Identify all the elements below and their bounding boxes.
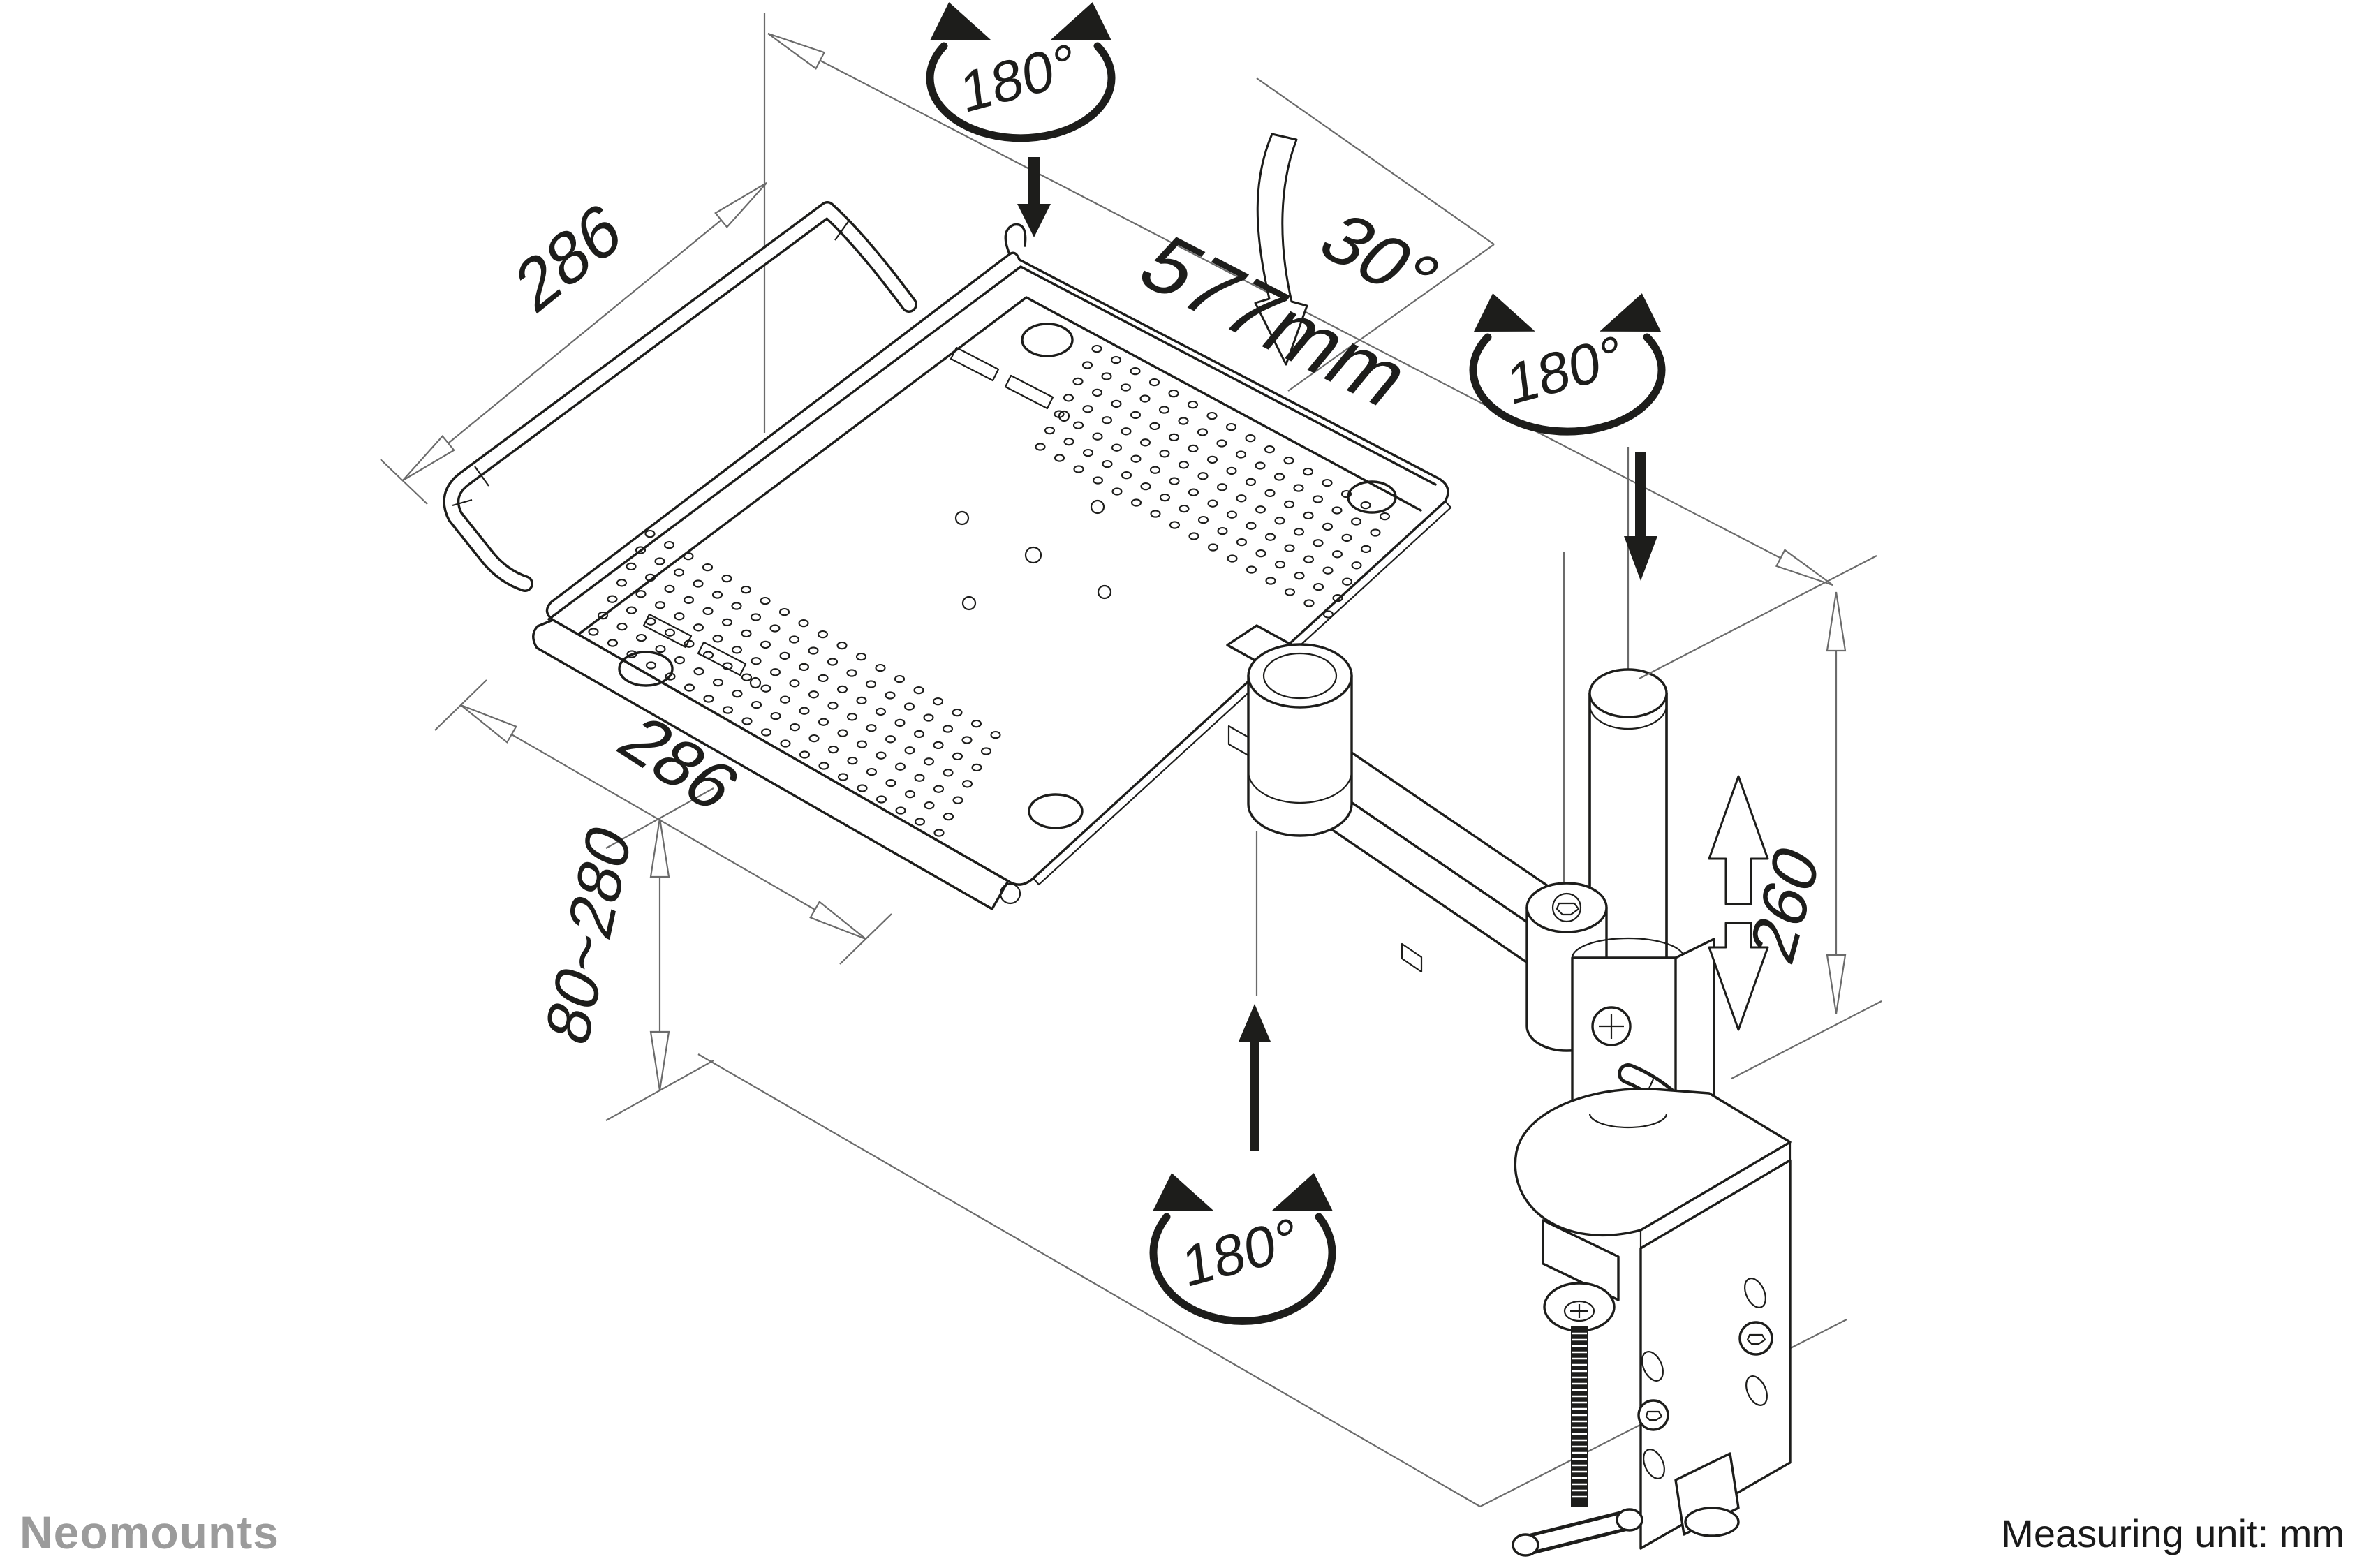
label-180-pole: 180°	[1504, 323, 1626, 417]
support-arm	[1226, 624, 1735, 1181]
perforation-field-lower	[588, 529, 1001, 837]
rotation-symbol-arm	[1146, 1166, 1340, 1325]
tray-corner-fold	[1004, 223, 1027, 256]
vesa-holes	[954, 499, 1112, 611]
desk-plane-line-left	[697, 1053, 1481, 1507]
tray-edge-thickness	[1033, 501, 1452, 886]
rotation-symbol-pole	[1467, 286, 1668, 436]
dim-286-front	[434, 679, 892, 965]
down-arrow-pole	[1624, 452, 1657, 581]
dim-260	[1826, 591, 1847, 1015]
down-arrow-tray	[1017, 157, 1051, 237]
dim-80-280	[605, 787, 714, 1121]
rod-threads	[1572, 1332, 1587, 1498]
dim-286-top	[380, 175, 774, 505]
tick-pole-top	[1639, 555, 1877, 679]
pole-base	[1588, 1113, 1668, 1129]
perforation-field-upper	[1035, 344, 1391, 619]
tray-swivel-joint	[1226, 624, 1353, 837]
hex-socket-screw	[1556, 902, 1580, 916]
tick-collar-bottom	[1731, 1000, 1882, 1079]
clamp-back-plate-holes	[1637, 1278, 1773, 1479]
label-180-tray: 180°	[957, 31, 1079, 126]
measuring-unit-note: Measuring unit: mm	[2001, 1511, 2344, 1555]
lip-notch	[999, 882, 1021, 905]
tray-back-rim-outer	[547, 265, 1437, 621]
dim-30-chevron	[1256, 77, 1495, 392]
tilt-arrow	[1254, 133, 1308, 366]
updown-arrows-pole	[1708, 775, 1769, 1031]
tray-back-rim-inner	[566, 296, 1422, 644]
up-arrow-arm	[1239, 1004, 1271, 1151]
arm-cable-clip	[1401, 942, 1423, 973]
t-handle	[1512, 1508, 1643, 1557]
laptop-tray	[443, 201, 1452, 910]
label-180-arm: 180°	[1179, 1205, 1301, 1300]
clamp-front-lug	[1542, 1219, 1620, 1301]
desk-clamp	[1512, 1088, 1792, 1557]
clamp-top-plate	[1514, 1088, 1792, 1237]
tray-handle-bar	[443, 201, 917, 592]
tray-front-lip	[532, 619, 1010, 910]
pole-top-cap	[1588, 668, 1668, 718]
label-80-280: 80~280	[532, 814, 644, 1056]
clamp-screw-assembly	[1512, 1219, 1643, 1557]
clamp-back-plate	[1639, 1159, 1792, 1550]
tray-corner-pads	[618, 323, 1397, 829]
threaded-rod	[1571, 1326, 1588, 1507]
rotation-symbol-tray	[923, 0, 1118, 142]
brand-logo: Neomounts	[20, 1507, 279, 1558]
joint-tab	[1227, 725, 1250, 757]
clamp-foot	[1674, 1452, 1740, 1537]
